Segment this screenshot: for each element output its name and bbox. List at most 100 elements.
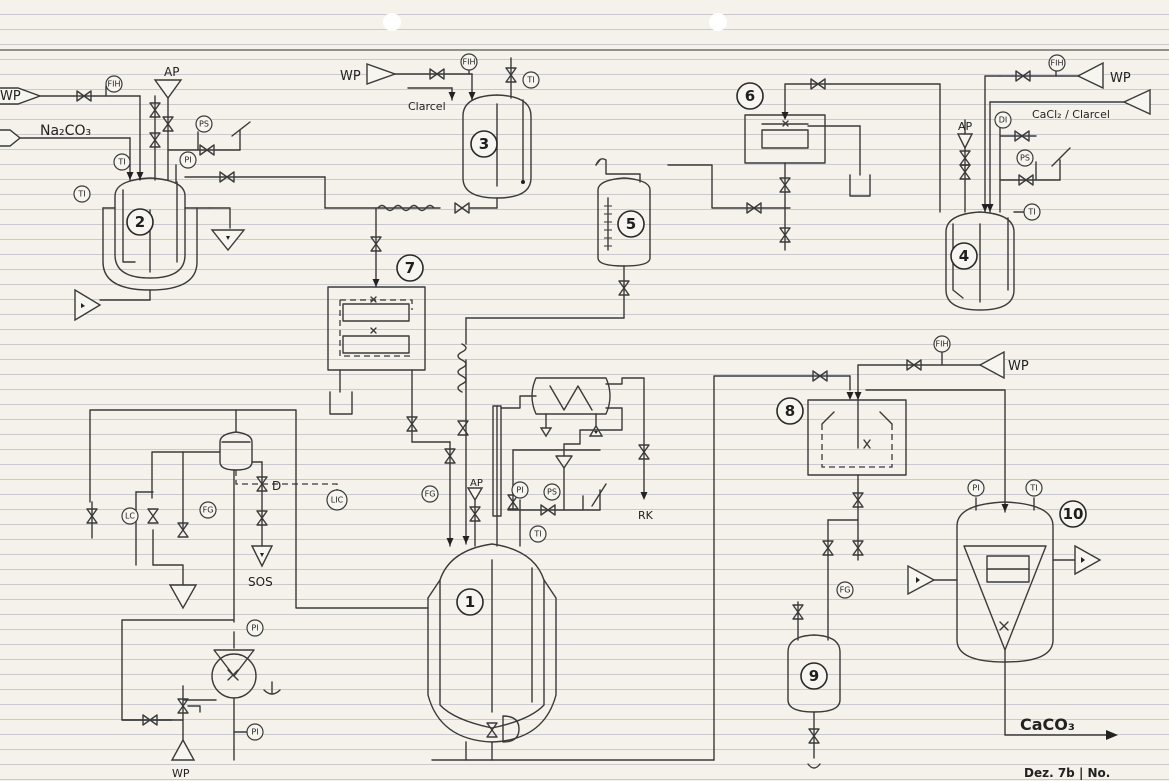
filter-8-number	[776, 397, 804, 425]
filter-6-label: 6	[745, 87, 755, 105]
tag-pi-5: PI	[967, 479, 985, 497]
filter-8	[713, 350, 1009, 761]
filter-7-label: 7	[405, 259, 415, 277]
vessel-4-number	[950, 242, 978, 270]
punch-hole-right	[709, 13, 727, 31]
vessel-1	[411, 317, 715, 761]
filter-7-number	[396, 254, 424, 282]
vessel-2-number	[126, 208, 154, 236]
svg-text:TI: TI	[526, 76, 534, 85]
tag-lc-1: LC	[121, 507, 139, 525]
vessel-4-label: 4	[959, 247, 969, 265]
svg-text:FG: FG	[203, 506, 214, 515]
svg-text:FIH: FIH	[1051, 59, 1064, 68]
svg-text:TI: TI	[533, 530, 541, 539]
tag-fih-3: FIH	[1048, 54, 1066, 72]
label-caco3: CaCO₃	[1020, 715, 1075, 734]
vessel-3-label: 3	[479, 135, 489, 153]
label-wp-4: WP	[1008, 359, 1029, 374]
vessel-3	[366, 57, 532, 214]
svg-text:TI: TI	[77, 190, 85, 199]
svg-text:FIH: FIH	[936, 340, 949, 349]
vessel-1-label: 1	[465, 593, 475, 611]
svg-text:DI: DI	[999, 116, 1008, 125]
label-ap-3: AP	[470, 478, 483, 489]
filter-6-number	[736, 82, 764, 110]
filter-6	[744, 78, 941, 251]
svg-text:PS: PS	[199, 120, 209, 129]
vessel-2-label: 2	[135, 213, 145, 231]
tag-fg-1: FG	[421, 485, 439, 503]
svg-text:PI: PI	[251, 728, 258, 737]
svg-text:FG: FG	[840, 586, 851, 595]
label-wp-3: WP	[1110, 71, 1131, 86]
tag-ti-2: TI	[73, 185, 91, 203]
tag-di-1: DI	[994, 111, 1012, 129]
condenser	[500, 377, 650, 516]
tag-fg-3: FG	[836, 581, 854, 599]
label-wp-2: WP	[340, 69, 361, 84]
vessel-2	[99, 177, 246, 301]
tag-ti-6: TI	[1025, 479, 1043, 497]
vessel-4	[945, 61, 1151, 311]
svg-text:PS: PS	[547, 488, 557, 497]
tag-pi-1: PI	[179, 151, 197, 169]
filter-8-label: 8	[785, 402, 795, 420]
punch-hole-left	[383, 13, 401, 31]
vessel-10-number	[1059, 500, 1087, 528]
tag-ti-1: TI	[113, 153, 131, 171]
svg-text:FIH: FIH	[108, 80, 121, 89]
tag-ps-3: PS	[543, 483, 561, 501]
label-na2co3: Na₂CO₃	[40, 123, 91, 139]
tag-pi-4: PI	[246, 723, 264, 741]
svg-text:TI: TI	[1029, 484, 1037, 493]
svg-text:LC: LC	[125, 512, 135, 521]
tag-fih-2: FIH	[460, 53, 478, 71]
vessel-5	[465, 158, 791, 319]
outlet-triangle-vessel-2	[74, 288, 102, 322]
footer-drawing-number: Dez. 7b | No.	[1024, 766, 1110, 780]
svg-text:PS: PS	[1020, 154, 1030, 163]
svg-text:PI: PI	[184, 156, 191, 165]
svg-text:LIC: LIC	[331, 496, 344, 505]
vessel-10-label: 10	[1063, 505, 1084, 523]
label-ap-1: AP	[164, 65, 179, 79]
label-clarcel: Clarcel	[408, 100, 446, 113]
label-wp-5: WP	[172, 767, 190, 780]
vessel-10	[907, 497, 1118, 740]
tag-fih-4: FIH	[933, 335, 951, 353]
label-cacl2-clarcel: CaCl₂ / Clarcel	[1032, 108, 1110, 121]
tag-pi-3: PI	[246, 619, 264, 637]
vessel-9-number	[800, 662, 828, 690]
label-sos: SOS	[248, 575, 273, 589]
tag-lic-1: LIC	[326, 489, 348, 511]
vessel-5-number	[617, 210, 645, 238]
svg-text:PI: PI	[251, 624, 258, 633]
vessel-1-number	[456, 588, 484, 616]
filter-7	[327, 207, 426, 443]
vessel-9	[787, 601, 841, 769]
vessel-9-label: 9	[809, 667, 819, 685]
tag-fg-2: FG	[199, 501, 217, 519]
vessel-2-feed-lines	[0, 79, 441, 209]
tag-ti-3: TI	[522, 71, 540, 89]
svg-text:TI: TI	[117, 158, 125, 167]
tag-pi-2: PI	[511, 481, 529, 499]
svg-text:FIH: FIH	[463, 58, 476, 67]
svg-text:PI: PI	[972, 484, 979, 493]
svg-text:PI: PI	[516, 486, 523, 495]
vessel-5-label: 5	[626, 215, 636, 233]
svg-text:TI: TI	[1027, 208, 1035, 217]
tag-ti-5: TI	[529, 525, 547, 543]
label-wp-1: WP	[0, 89, 21, 104]
tag-ps-2: PS	[1016, 149, 1034, 167]
label-ap-2: AP	[958, 120, 973, 133]
label-rk: RK	[638, 509, 654, 522]
tag-ps-1: PS	[195, 115, 213, 133]
tag-ti-4: TI	[1023, 203, 1041, 221]
svg-text:FG: FG	[425, 490, 436, 499]
label-d: D	[272, 479, 281, 493]
pump-system	[86, 409, 429, 761]
